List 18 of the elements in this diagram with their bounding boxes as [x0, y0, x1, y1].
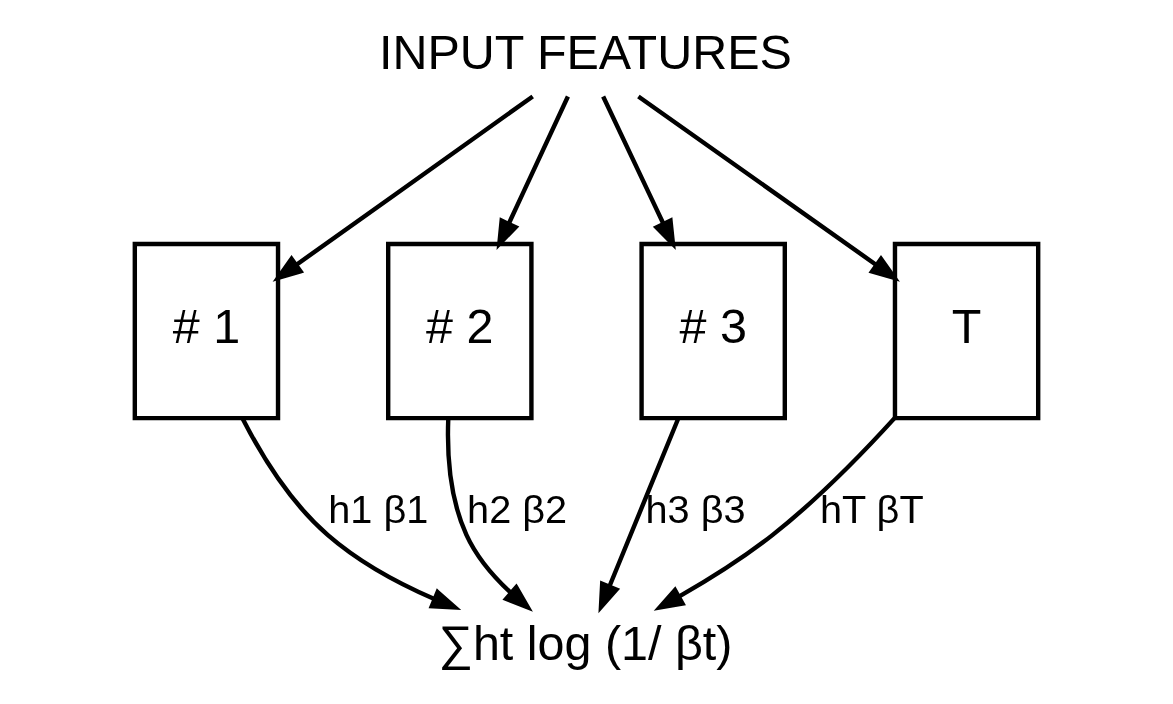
- arrow: [637, 94, 900, 282]
- arrow: [598, 417, 681, 614]
- node-text: ∑ht log (1/ βt): [438, 615, 733, 670]
- node-text: INPUT FEATURES: [378, 25, 792, 80]
- node-box: # 1: [132, 241, 281, 421]
- arrow: [601, 95, 676, 250]
- node-box: T: [892, 241, 1041, 421]
- node-box: # 3: [639, 241, 787, 421]
- node-box: # 2: [386, 241, 534, 421]
- edge-label: h1 β1: [328, 486, 429, 531]
- arrow: [240, 417, 462, 611]
- arrow: [272, 94, 534, 282]
- edge-label: hT βT: [820, 486, 924, 531]
- edge-label: h2 β2: [467, 486, 568, 531]
- edge-label: h3 β3: [645, 486, 746, 531]
- arrow: [496, 95, 570, 250]
- arrow: [653, 416, 897, 611]
- arrow: [445, 418, 533, 612]
